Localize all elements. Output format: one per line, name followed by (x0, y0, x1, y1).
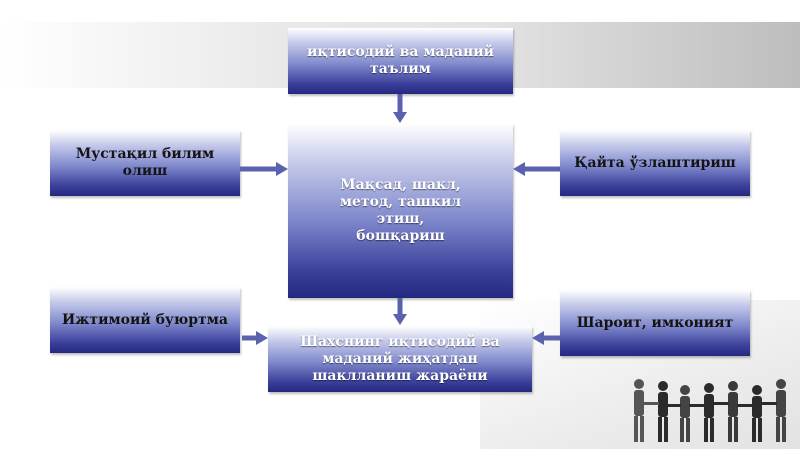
arrow-down-bottom (393, 298, 407, 325)
right-bottom-box: Шароит, имконият (560, 290, 750, 356)
arrow-left-right-top (513, 162, 560, 176)
bottom-box-label: Шахснинг иқтисодий ва маданий жиҳатдан ш… (300, 333, 500, 384)
center-box: Мақсад, шакл, метод, ташкил этиш, бошқар… (288, 124, 513, 298)
arrow-right-left-top (240, 162, 288, 176)
left-top-box-label: Мустақил билим олиш (75, 146, 215, 179)
center-box-label: Мақсад, шакл, метод, ташкил этиш, бошқар… (339, 177, 462, 244)
top-box: иқтисодий ва маданий таълим (288, 28, 513, 94)
arrow-down-top (393, 94, 407, 123)
left-bottom-box: Ижтимоий буюртма (50, 287, 240, 353)
right-top-box: Қайта ўзлаштириш (560, 130, 750, 196)
left-bottom-box-label: Ижтимоий буюртма (62, 311, 228, 328)
right-bottom-box-label: Шароит, имконият (576, 314, 734, 331)
left-top-box: Мустақил билим олиш (50, 130, 240, 196)
arrow-left-right-bottom (532, 331, 560, 345)
top-box-label: иқтисодий ва маданий таълим (306, 44, 495, 77)
arrow-right-left-bottom (242, 331, 268, 345)
right-top-box-label: Қайта ўзлаштириш (574, 154, 736, 171)
business-people-icon (634, 379, 786, 442)
bottom-box: Шахснинг иқтисодий ва маданий жиҳатдан ш… (268, 326, 532, 392)
